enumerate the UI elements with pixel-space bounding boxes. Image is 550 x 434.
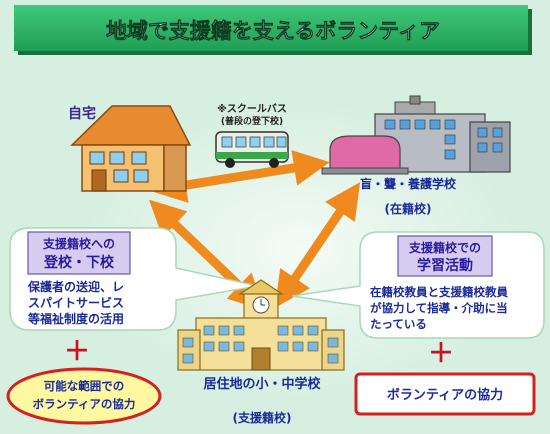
local-school-building-icon — [177, 279, 345, 371]
bus-sub: (普段の登下校) — [221, 115, 283, 127]
left-callout — [9, 227, 259, 331]
right-callout-body-1: 在籍校教員と支援籍校教員 — [370, 285, 508, 299]
right-callout-body-3: たっている — [370, 317, 427, 331]
left-volunteer-oval — [6, 367, 162, 425]
home-house-icon — [70, 105, 192, 192]
left-callout-body-2: スパイトサービス — [28, 295, 124, 310]
left-callout-body-1: 保護者の送迎、レ — [27, 279, 124, 294]
left-callout-heading-2: 登校・下校 — [43, 254, 115, 271]
bus-note: ※スクールバス — [217, 103, 287, 115]
arrow-special-local — [274, 182, 361, 308]
school-bus-icon — [215, 131, 289, 168]
local-school-name: 居住地の小・中学校 — [203, 376, 321, 392]
left-volunteer-line-1: 可能な範囲での — [44, 379, 125, 393]
right-callout-heading-2: 学習活動 — [417, 257, 473, 274]
arrow-home-special — [150, 150, 330, 203]
right-callout-heading-1: 支援籍校での — [408, 240, 481, 255]
right-volunteer-label: ボランティアの協力 — [387, 387, 503, 403]
home-label: 自宅 — [68, 105, 96, 122]
special-school-building-icon — [321, 95, 511, 175]
plus-sign-right: ＋ — [428, 339, 454, 369]
page-title: 地域で支援籍を支えるボランティア — [106, 19, 440, 43]
right-volunteer-box — [354, 372, 536, 416]
local-school-sub: (支援籍校) — [233, 410, 292, 425]
special-school-sub: (在籍校) — [385, 201, 432, 216]
right-callout-body-2: が協力して指導・介助に当 — [370, 301, 508, 315]
left-callout-body-3: 等福祉制度の活用 — [27, 311, 124, 326]
left-volunteer-line-2: ボランティアの協力 — [33, 397, 136, 411]
left-callout-heading-1: 支援籍校への — [42, 236, 115, 251]
plus-sign-left: ＋ — [64, 337, 90, 367]
right-callout — [291, 231, 545, 339]
title-banner: 地域で支援籍を支えるボランティア — [14, 5, 532, 55]
special-school-name: 盲・聾・養護学校 — [360, 176, 457, 191]
